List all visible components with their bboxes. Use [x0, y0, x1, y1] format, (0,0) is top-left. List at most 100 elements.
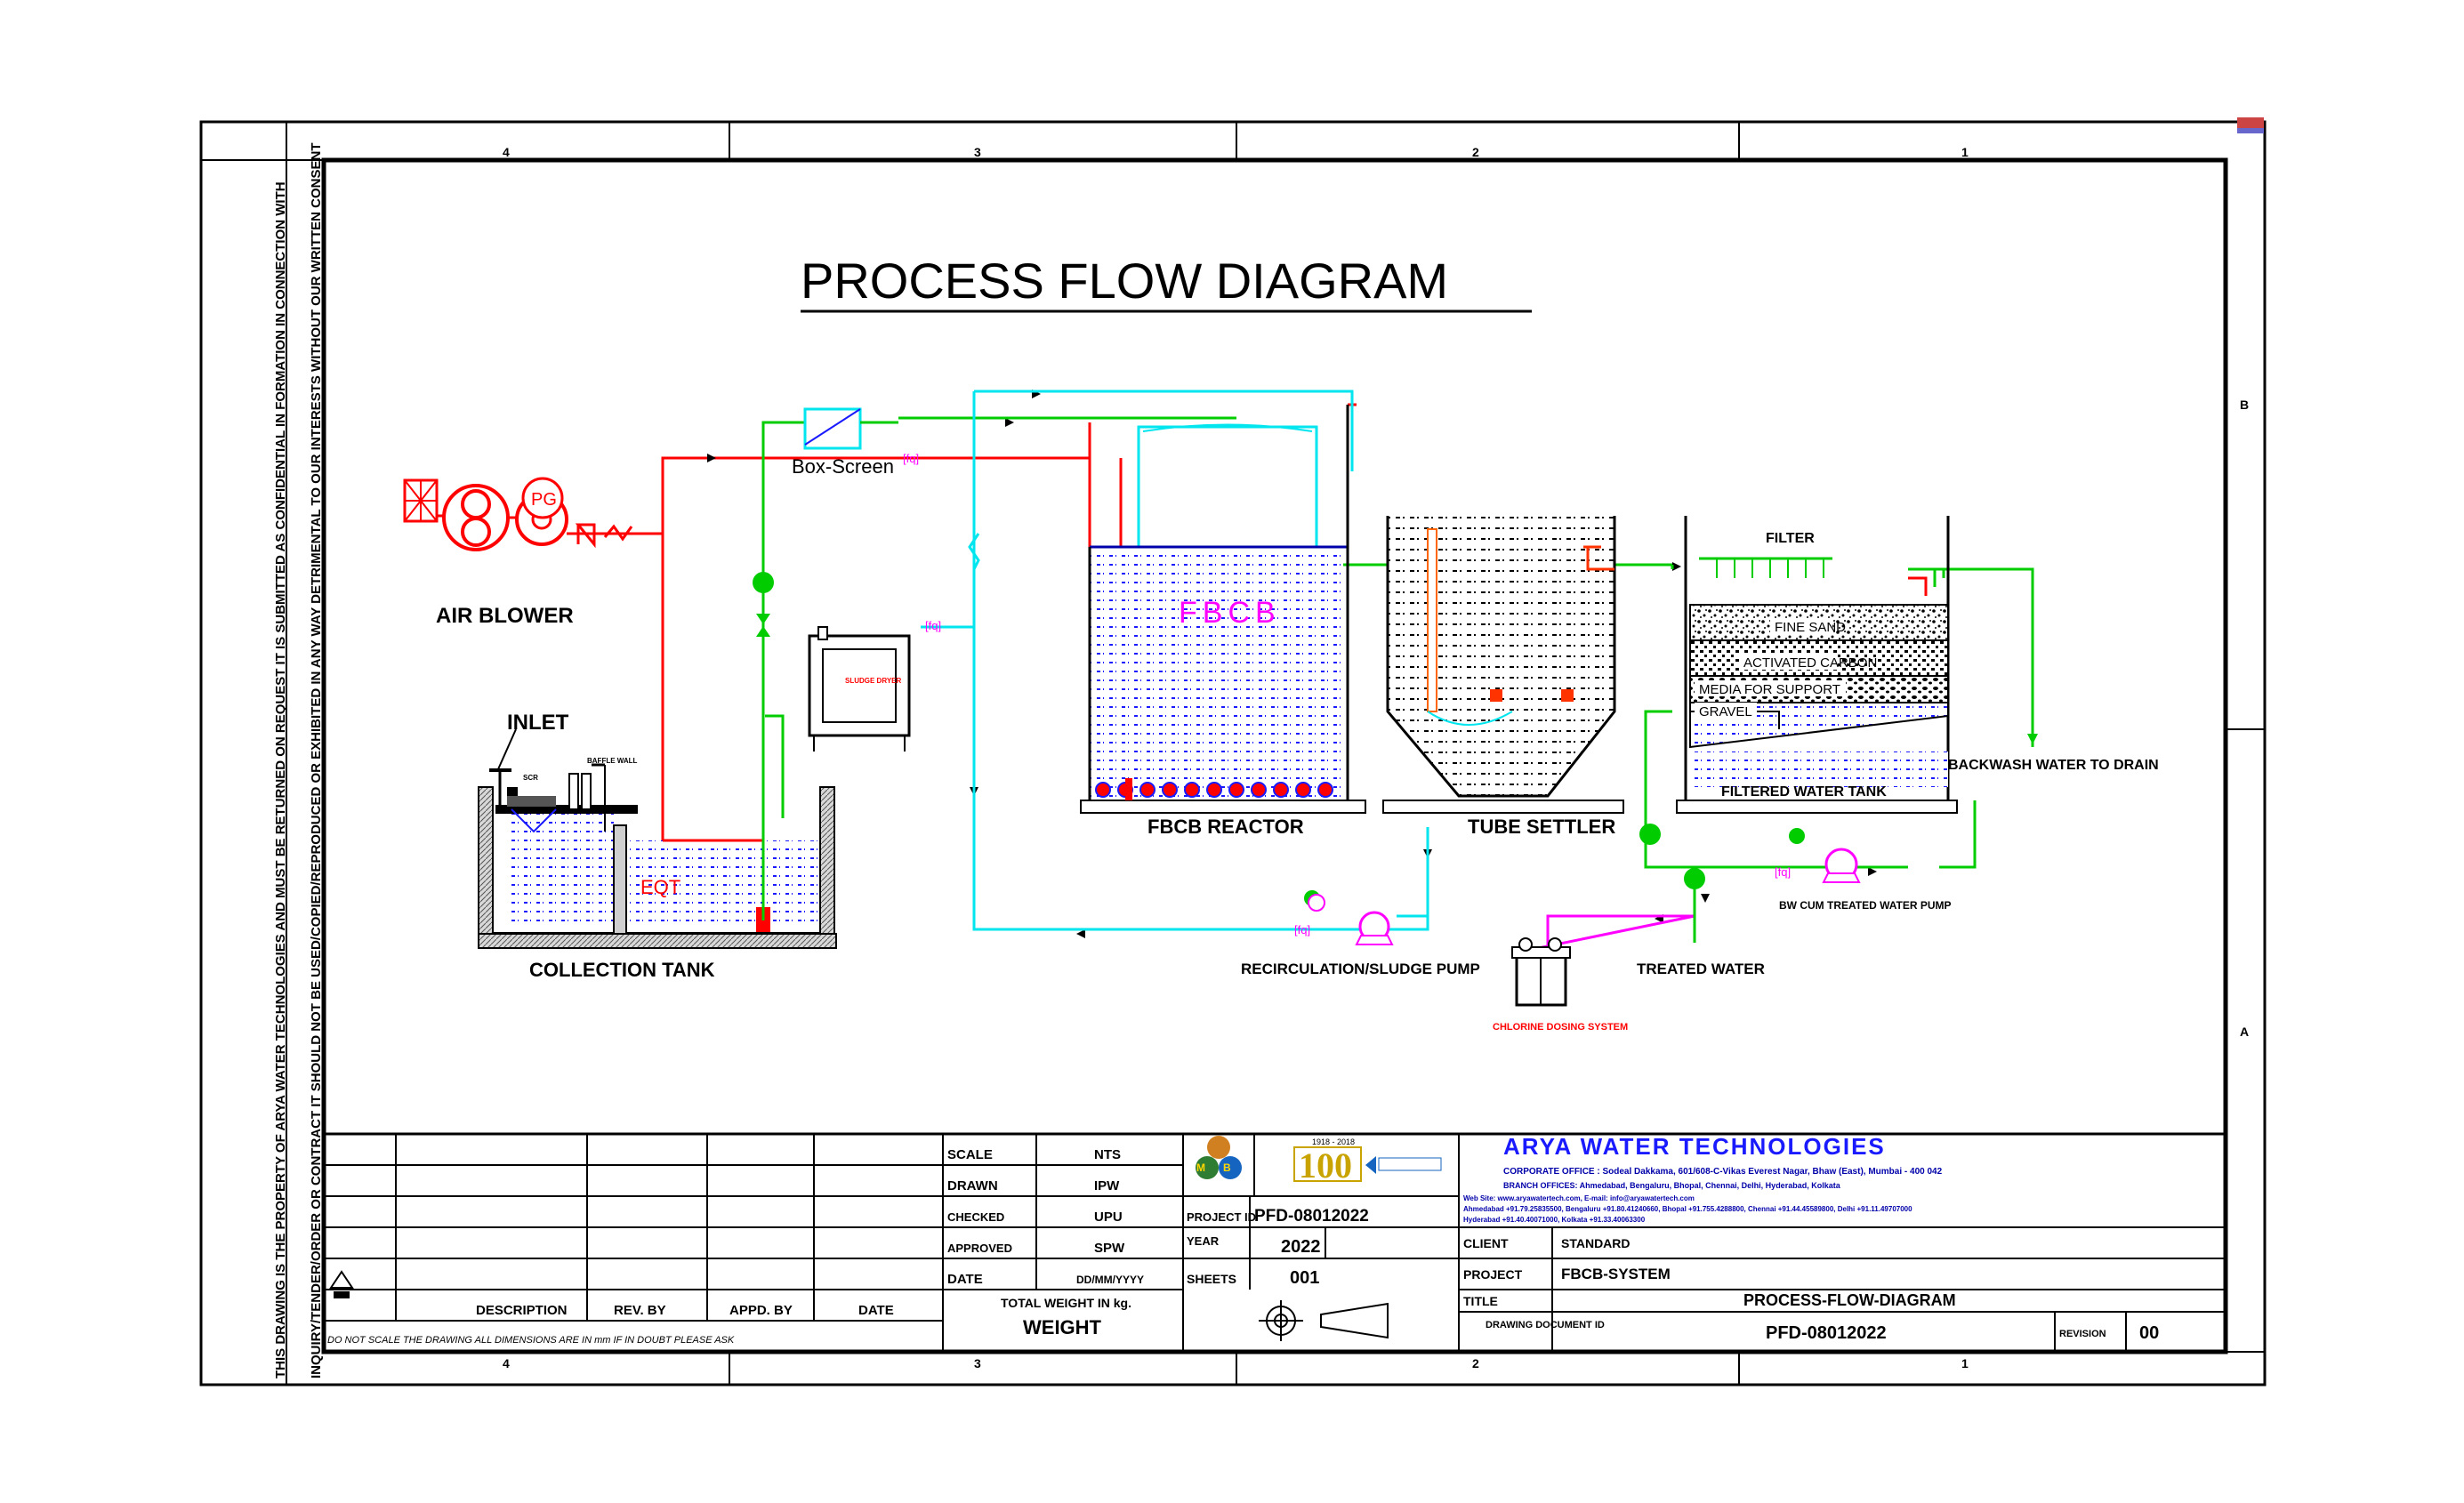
zone-top-2: 2	[1472, 145, 1479, 159]
scale-label: SCALE	[947, 1147, 993, 1162]
drawing-doc-label: DRAWING DOCUMENT ID	[1486, 1320, 1605, 1330]
sludge-dryer-label: SLUDGE DRYER	[845, 677, 901, 685]
scr-label: SCR	[523, 774, 538, 782]
total-weight-value: WEIGHT	[1023, 1316, 1102, 1338]
company-name: ARYA WATER TECHNOLOGIES	[1503, 1133, 1886, 1160]
project-value: FBCB-SYSTEM	[1561, 1266, 1671, 1282]
project-id-value: PFD-08012022	[1254, 1207, 1369, 1226]
zone-bottom-3: 3	[974, 1356, 981, 1370]
air-blower-label: AIR BLOWER	[436, 604, 574, 628]
zone-right-b: B	[2240, 398, 2249, 412]
title-block	[322, 1132, 2227, 1354]
sheets-label: SHEETS	[1187, 1272, 1236, 1286]
rev-header-description: DESCRIPTION	[476, 1303, 568, 1318]
side-note: THIS DRAWING IS THE PROPERTY OF ARYA WAT…	[273, 142, 324, 1378]
company-logo: M B 1918 - 2018 100	[1196, 1136, 1442, 1186]
fbcb-reactor-label: FBCB REACTOR	[1147, 816, 1304, 838]
revision-table: DESCRIPTION REV. BY APPD. BY DATE DO NOT…	[327, 1270, 894, 1346]
zone-right-a: A	[2240, 1025, 2249, 1039]
date-value: DD/MM/YYYY	[1076, 1274, 1144, 1286]
fq-recirculation: [fq]	[1294, 923, 1310, 936]
zone-bottom-2: 2	[1472, 1356, 1479, 1370]
project-label: PROJECT	[1463, 1267, 1523, 1282]
fine-sand-label: FINE SAND	[1775, 620, 1846, 635]
eqt-label: EQT	[640, 876, 680, 898]
checked-value: UPU	[1094, 1210, 1123, 1225]
projection-symbol	[1259, 1300, 1389, 1341]
media-support-label: MEDIA FOR SUPPORT	[1699, 682, 1840, 697]
backwash-arrow	[2027, 734, 2038, 744]
total-weight-label: TOTAL WEIGHT IN kg.	[1001, 1296, 1131, 1310]
recirculation-pump: [fq]	[1294, 894, 1428, 945]
drawing-doc-value: PFD-08012022	[1766, 1323, 1887, 1343]
no-scale-note: DO NOT SCALE THE DRAWING ALL DIMENSIONS …	[327, 1335, 735, 1346]
box-screen-label: Box-Screen	[792, 455, 894, 478]
treated-water-label: TREATED WATER	[1637, 960, 1765, 977]
svg-text:M: M	[1196, 1161, 1205, 1174]
collection-tank: EQT SCR BAFFLE WALL	[478, 728, 837, 949]
checked-label: CHECKED	[947, 1210, 1004, 1224]
fq-sludge-dryer: [fq]	[925, 619, 941, 632]
side-note-line-1: THIS DRAWING IS THE PROPERTY OF ARYA WAT…	[273, 181, 288, 1378]
logo-100: 100	[1299, 1145, 1352, 1186]
fq-bw: [fq]	[1775, 865, 1791, 879]
rev-header-rev-by: REV. BY	[614, 1303, 666, 1318]
approval-table: SCALE NTS DRAWN IPW CHECKED UPU APPROVED…	[947, 1147, 1144, 1338]
baffle-wall-label: BAFFLE WALL	[587, 757, 638, 765]
branch-offices: BRANCH OFFICES: Ahmedabad, Bengaluru, Bh…	[1503, 1181, 1841, 1190]
bw-pump-label: BW CUM TREATED WATER PUMP	[1779, 899, 1952, 912]
pressure-gauge: PG	[521, 477, 564, 519]
fq-box-screen: [fq]	[903, 452, 919, 465]
revision-label: REVISION	[2059, 1329, 2106, 1339]
recirculation-pump-label: RECIRCULATION/SLUDGE PUMP	[1241, 960, 1480, 977]
collection-tank-label: COLLECTION TANK	[529, 959, 715, 981]
filtered-water-tank-label: FILTERED WATER TANK	[1721, 784, 1887, 800]
inlet-label: INLET	[507, 711, 569, 735]
green-valves	[753, 572, 1805, 906]
client-label: CLIENT	[1463, 1236, 1509, 1250]
zone-bottom-4: 4	[503, 1356, 510, 1370]
filter-label: FILTER	[1766, 531, 1815, 546]
svg-text:B: B	[1223, 1161, 1231, 1174]
contact-line-1: Web Site: www.aryawatertech.com, E-mail:…	[1463, 1194, 1695, 1202]
scale-value: NTS	[1094, 1147, 1121, 1162]
chlorine-dosing	[1511, 914, 1695, 1007]
contact-line-3: Hyderabad +91.40.40071000, Kolkata +91.3…	[1463, 1216, 1646, 1224]
box-screen: [fq]	[803, 407, 919, 465]
zone-markers-top: 4 3 2 1 4 3 2 1 B A	[503, 145, 2249, 1370]
contact-line-2: Ahmedabad +91.79.25835500, Bengaluru +91…	[1463, 1205, 1912, 1213]
page-title: PROCESS FLOW DIAGRAM	[801, 253, 1448, 309]
zone-top-3: 3	[974, 145, 981, 159]
corporate-address: CORPORATE OFFICE : Sodeal Dakkama, 601/6…	[1503, 1167, 1943, 1177]
sludge-dryer: SLUDGE DRYER [fq]	[808, 619, 941, 752]
fbcb-tag: FBCB	[1179, 596, 1281, 630]
project-id-label: PROJECT ID	[1187, 1210, 1256, 1224]
drawn-label: DRAWN	[947, 1178, 998, 1194]
title-label: TITLE	[1463, 1294, 1498, 1308]
company-block: ARYA WATER TECHNOLOGIES CORPORATE OFFICE…	[1463, 1133, 1943, 1224]
rev-header-date: DATE	[858, 1303, 894, 1318]
zone-top-1: 1	[1961, 145, 1969, 159]
year-label: YEAR	[1187, 1234, 1220, 1248]
zone-top-4: 4	[503, 145, 510, 159]
chlorine-label: CHLORINE DOSING SYSTEM	[1493, 1022, 1628, 1033]
pg-label: PG	[531, 490, 557, 510]
air-blower	[403, 478, 663, 551]
side-note-line-2: INQUIRY/TENDER/ORDER OR CONTRACT IT SHOU…	[309, 142, 324, 1378]
date-label: DATE	[947, 1272, 983, 1287]
zone-bottom-1: 1	[1961, 1356, 1969, 1370]
fbcb-reactor: FBCB	[1080, 405, 1366, 814]
year-value: 2022	[1281, 1237, 1321, 1257]
revision-value: 00	[2139, 1323, 2159, 1343]
activated-carbon-label: ACTIVATED CARBON	[1743, 655, 1877, 671]
logo-years: 1918 - 2018	[1312, 1137, 1355, 1146]
title-value: PROCESS-FLOW-DIAGRAM	[1743, 1291, 1956, 1309]
bw-pump: [fq]	[1766, 848, 1908, 883]
client-value: STANDARD	[1561, 1236, 1631, 1250]
project-table: PROJECT ID PFD-08012022 YEAR 2022 SHEETS…	[1187, 1207, 1389, 1341]
sheets-value: 001	[1290, 1268, 1319, 1288]
drawn-value: IPW	[1094, 1178, 1120, 1194]
approved-label: APPROVED	[947, 1242, 1012, 1255]
approved-value: SPW	[1094, 1241, 1125, 1256]
